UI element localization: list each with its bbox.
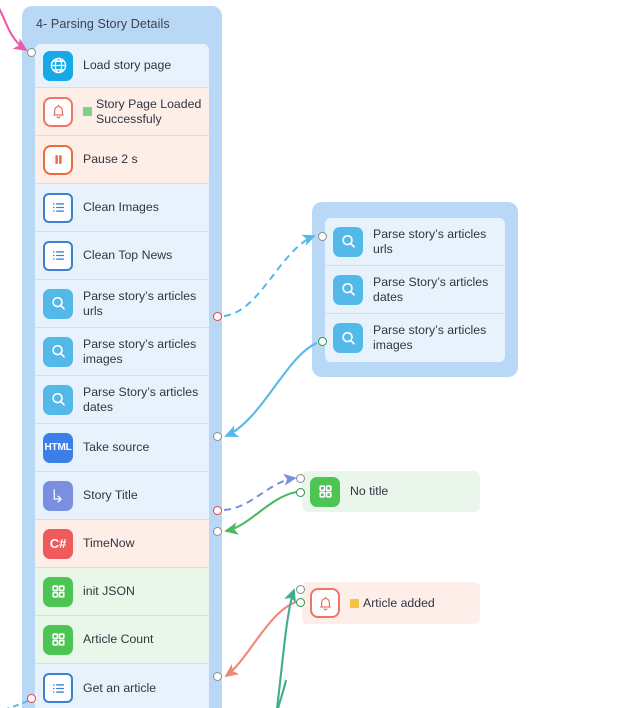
node-pause[interactable]: Pause 2 s (35, 136, 209, 184)
bell-icon (43, 96, 73, 127)
node-label: Take source (83, 440, 150, 454)
node-get-an-article[interactable]: Get an article (35, 664, 209, 708)
wire-parse-urls (223, 234, 316, 317)
html-icon-text: HTML (44, 442, 72, 453)
status-dot (83, 107, 92, 116)
grid-icon (43, 624, 73, 655)
node-clean-images[interactable]: Clean Images (35, 184, 209, 232)
node-label: Article Count (83, 632, 154, 646)
node-label: Get an article (83, 680, 157, 695)
port-no-title-in[interactable] (296, 474, 305, 483)
node-init-json[interactable]: init JSON (35, 568, 209, 616)
list-icon (43, 240, 73, 271)
bell-icon (310, 588, 340, 618)
node-story-page-loaded[interactable]: Story Page Loaded Successfuly (35, 88, 209, 136)
search-icon (333, 274, 363, 305)
node-take-source[interactable]: HTML Take source (35, 424, 209, 472)
wire-story-title (223, 473, 297, 511)
port-load-story-page-in[interactable] (27, 48, 36, 57)
group-title: 4- Parsing Story Details (36, 17, 170, 31)
node-label: Clean Top News (83, 248, 173, 262)
port-article-added-in[interactable] (296, 585, 305, 594)
group-parse-articles[interactable]: Parse story’s articles urls Parse Story’… (312, 202, 518, 377)
card-label: No title (350, 484, 389, 498)
status-dot (350, 598, 359, 608)
node-label: init JSON (83, 584, 135, 598)
group-parsing-story-details[interactable]: 4- Parsing Story Details Load story page (22, 6, 222, 708)
arrow-down-icon (43, 480, 73, 511)
node-label: Parse story’s articles images (373, 323, 487, 352)
port-no-title-out[interactable] (296, 488, 305, 497)
port-parse-group-out[interactable] (318, 337, 327, 346)
port-article-added-out[interactable] (296, 598, 305, 607)
node-label: Parse Story’s articles dates (373, 274, 489, 304)
csharp-icon: C# (43, 528, 73, 559)
main-node-stack: Load story page Story Page Loaded Succes… (35, 44, 209, 708)
card-article-added[interactable]: Article added (302, 582, 480, 624)
node-label: TimeNow (83, 536, 135, 550)
node-timenow[interactable]: C# TimeNow (35, 520, 209, 568)
node-label: Parse story’s articles images (83, 336, 197, 366)
node-label: Parse Story’s articles dates (83, 384, 199, 414)
wire-bottom-tail (277, 679, 288, 708)
csharp-icon-text: C# (49, 536, 67, 551)
search-icon (43, 288, 73, 319)
node-parse-images-detail[interactable]: Parse story’s articles images (325, 314, 505, 362)
card-no-title[interactable]: No title (302, 471, 480, 512)
port-take-source-in[interactable] (213, 432, 222, 441)
search-icon (43, 384, 73, 415)
grid-icon (43, 576, 73, 607)
node-load-story-page[interactable]: Load story page (35, 44, 209, 88)
node-article-count[interactable]: Article Count (35, 616, 209, 664)
node-parse-dates-detail[interactable]: Parse Story’s articles dates (325, 266, 505, 314)
node-label: Parse story’s articles urls (83, 288, 197, 318)
wire-parse-images-return (224, 342, 318, 437)
port-parse-urls-out[interactable] (213, 312, 222, 321)
wire-no-title-return (224, 490, 297, 535)
list-icon (43, 192, 73, 223)
node-parse-articles-urls[interactable]: Parse story’s articles urls (35, 280, 209, 328)
node-story-title[interactable]: Story Title (35, 472, 209, 520)
node-label: Clean Images (83, 200, 159, 214)
node-clean-top-news[interactable]: Clean Top News (35, 232, 209, 280)
html-icon: HTML (43, 432, 73, 463)
wire-article-added-return (224, 601, 297, 678)
search-icon (333, 323, 363, 353)
port-get-an-article-out[interactable] (27, 694, 36, 703)
node-parse-articles-dates[interactable]: Parse Story’s articles dates (35, 376, 209, 424)
wire-article-added-in (275, 588, 296, 708)
node-parse-urls-detail[interactable]: Parse story’s articles urls (325, 218, 505, 266)
port-story-title-out[interactable] (213, 506, 222, 515)
node-label: Parse story’s articles urls (373, 226, 487, 256)
node-label: Story Page Loaded Successfuly (96, 96, 202, 126)
pause-icon (43, 144, 73, 175)
port-timenow-in[interactable] (213, 527, 222, 536)
card-label: Article added (363, 595, 435, 610)
node-label: Story Title (83, 488, 138, 502)
search-icon (43, 336, 73, 367)
list-icon (43, 673, 73, 703)
parse-node-stack: Parse story’s articles urls Parse Story’… (325, 218, 505, 362)
node-parse-articles-images[interactable]: Parse story’s articles images (35, 328, 209, 376)
port-parse-group-in[interactable] (318, 232, 327, 241)
node-label: Pause 2 s (83, 152, 138, 166)
grid-icon (310, 476, 340, 507)
node-label: Load story page (83, 58, 172, 72)
port-get-an-article-in[interactable] (213, 672, 222, 681)
search-icon (333, 226, 363, 257)
globe-icon (43, 50, 73, 81)
